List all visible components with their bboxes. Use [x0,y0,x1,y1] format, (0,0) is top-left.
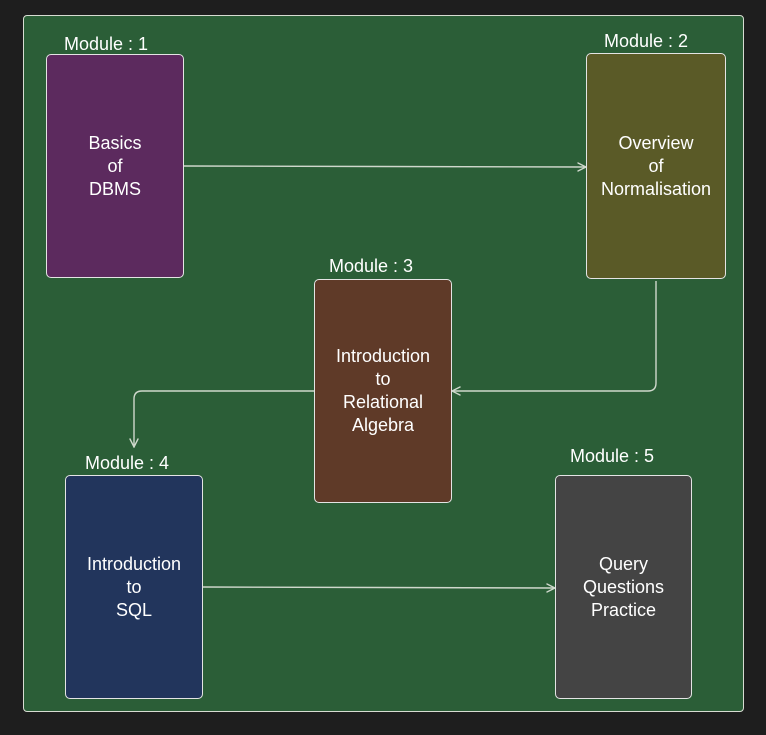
module-3-label: Module : 3 [329,256,414,276]
module-5-title-line: Practice [590,599,656,620]
module-4-title: Introduction to SQL [87,553,181,622]
module-2-title-line: Normalisation [600,178,712,199]
module-5-title-line: Query [598,553,648,574]
module-1-label: Module : 1 [64,34,149,54]
module-3-title-line: Algebra [351,415,415,435]
module-5-title-line: Questions [582,576,665,597]
module-5-label: Module : 5 [570,446,655,466]
module-4-label: Module : 4 [85,453,170,473]
module-3-title: Introduction to Relational Algebra [336,345,430,437]
module-3-title-line: Relational [342,392,424,412]
module-4-title-line: to [126,576,142,597]
module-1-card: Basics of DBMS [46,54,184,278]
module-1-title-line: DBMS [88,178,141,199]
module-3-title-line: to [375,369,391,389]
module-1-title-line: Basics [88,132,142,153]
module-4-title-line: SQL [115,599,153,620]
module-2-label: Module : 2 [604,31,689,51]
module-2-card: Overview of Normalisation [586,53,726,279]
module-4-card: Introduction to SQL [65,475,203,699]
module-2-title-line: Overview [618,132,694,153]
module-4-title-line: Introduction [86,553,182,574]
module-3-card: Introduction to Relational Algebra [314,279,452,503]
module-5-title: Query Questions Practice [583,553,664,622]
module-2-title: Overview of Normalisation [601,132,711,201]
module-3-title-line: Introduction [335,346,431,366]
module-1-title: Basics of DBMS [88,132,141,201]
module-5-card: Query Questions Practice [555,475,692,699]
module-2-title-line: of [648,155,664,176]
module-1-title-line: of [107,155,123,176]
